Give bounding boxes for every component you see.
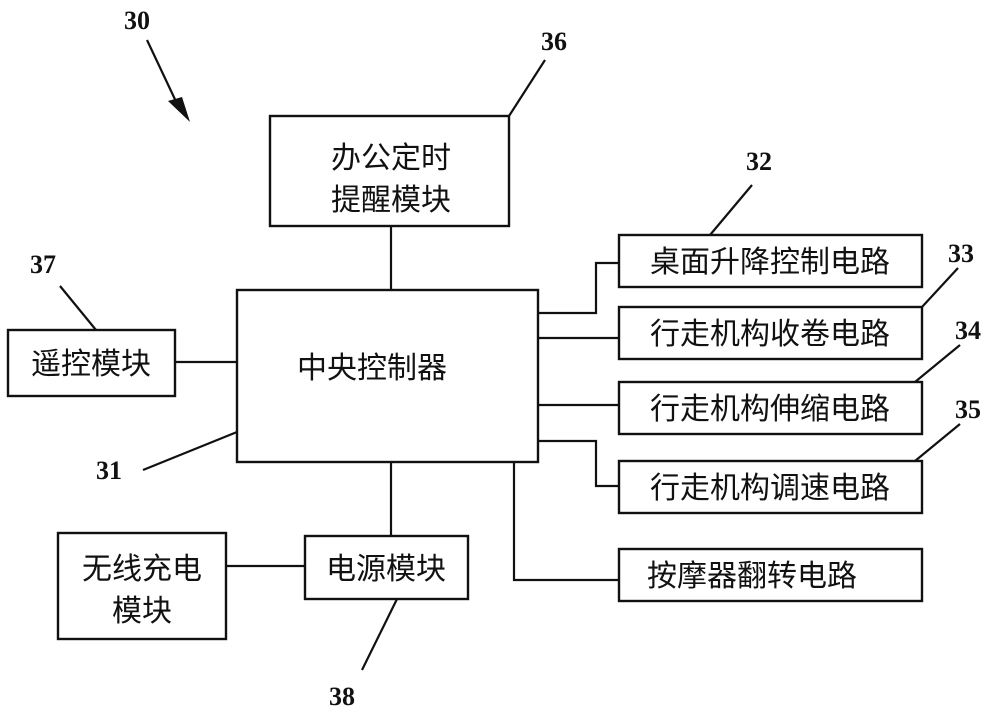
ref-32-leader [710, 185, 752, 235]
desk-lift-label: 桌面升降控制电路 [650, 245, 890, 280]
wireless-charging-label-line1: 无线充电 [82, 552, 202, 587]
central-controller: 中央控制器 [237, 290, 538, 462]
desk-lift-circuit: 桌面升降控制电路 [619, 235, 922, 287]
ref-37-leader [60, 286, 96, 330]
desk-lift-connector [538, 263, 619, 313]
remote-control-label: 遥控模块 [31, 347, 151, 382]
ref-37-label: 37 [30, 250, 56, 279]
power-module: 电源模块 [305, 536, 468, 599]
ref-33-label: 33 [948, 239, 974, 268]
walker-speed-connector [538, 441, 619, 486]
central-controller-label: 中央控制器 [297, 351, 447, 386]
figure-ref-arrow [147, 40, 190, 122]
walker-speed-label: 行走机构调速电路 [650, 471, 890, 506]
ref-33-leader [922, 268, 958, 307]
ref-34-label: 34 [955, 316, 981, 345]
ref-31-leader [143, 432, 237, 470]
wireless-charging-module: 无线充电 模块 [58, 533, 226, 639]
ref-31-label: 31 [96, 456, 122, 485]
massager-flip-circuit: 按摩器翻转电路 [619, 549, 922, 601]
office-reminder-module: 办公定时 提醒模块 [270, 116, 509, 226]
ref-38-label: 38 [329, 682, 355, 711]
walker-telescopic-label: 行走机构伸缩电路 [650, 392, 890, 427]
figure-ref-label: 30 [124, 6, 150, 35]
walker-speed-circuit: 行走机构调速电路 [619, 461, 922, 513]
power-module-label: 电源模块 [326, 552, 446, 587]
office-reminder-label-line2: 提醒模块 [331, 183, 451, 218]
remote-control-module: 遥控模块 [8, 330, 175, 396]
office-reminder-label-line1: 办公定时 [331, 141, 451, 176]
massager-flip-connector [514, 462, 619, 580]
ref-36-label: 36 [541, 27, 567, 56]
wireless-charging-label-line2: 模块 [112, 594, 172, 629]
walker-winding-circuit: 行走机构收卷电路 [619, 307, 922, 359]
ref-35-label: 35 [955, 395, 981, 424]
walker-telescopic-circuit: 行走机构伸缩电路 [619, 382, 922, 434]
massager-flip-label: 按摩器翻转电路 [647, 559, 857, 594]
walker-winding-label: 行走机构收卷电路 [650, 317, 890, 352]
ref-32-label: 32 [746, 147, 772, 176]
ref-36-leader [509, 60, 545, 116]
ref-38-leader [362, 599, 397, 670]
